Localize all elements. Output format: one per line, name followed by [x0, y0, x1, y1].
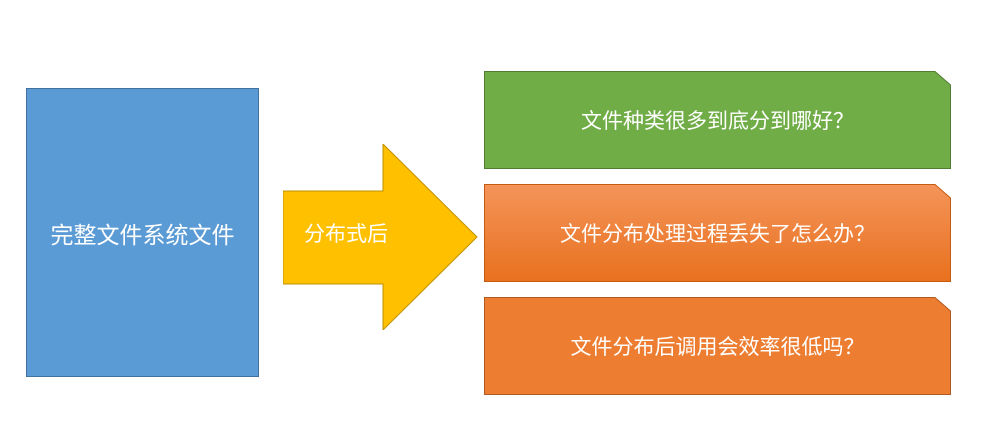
- question-card-1: 文件种类很多到底分到哪好？: [484, 71, 951, 169]
- question-card-1-label: 文件种类很多到底分到哪好？: [581, 109, 854, 133]
- source-file-system-box: 完整文件系统文件: [26, 88, 259, 377]
- question-card-2-shape: [484, 184, 951, 282]
- question-card-2-label: 文件分布处理过程丢失了怎么办？: [560, 222, 875, 246]
- question-card-2: 文件分布处理过程丢失了怎么办？: [484, 184, 951, 282]
- distributed-arrow-shape: [283, 144, 478, 330]
- question-card-3-shape: [484, 297, 951, 395]
- question-card-1-shape: [484, 71, 951, 169]
- arrow-label: 分布式后: [304, 222, 388, 246]
- arrow-polygon: [283, 144, 478, 330]
- source-file-system-label: 完整文件系统文件: [50, 222, 235, 249]
- question-card-3-label: 文件分布后调用会效率很低吗？: [570, 335, 865, 359]
- question-card-3: 文件分布后调用会效率很低吗？: [484, 297, 951, 395]
